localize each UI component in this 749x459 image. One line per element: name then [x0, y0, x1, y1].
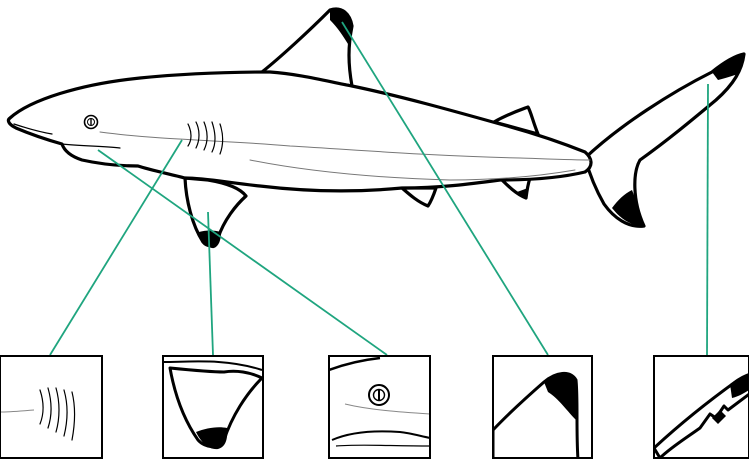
lateral-line — [99, 131, 591, 161]
shark-body — [6, 70, 593, 193]
caudal-fin-upper-tip — [712, 54, 744, 80]
mouth-line — [61, 143, 121, 149]
caudal-fin-icon — [654, 373, 749, 459]
shark-illustration — [6, 7, 746, 249]
gill-slits — [187, 121, 224, 155]
pelvic-fin — [400, 186, 438, 208]
callout-line-caudal — [706, 83, 709, 356]
belly-line — [249, 159, 576, 181]
inset-eye — [328, 355, 431, 459]
callout-line-pectoral — [207, 211, 214, 356]
first-dorsal-fin — [260, 7, 354, 88]
eye-icon — [329, 356, 430, 447]
pectoral-fin-icon — [163, 360, 263, 450]
inset-gill-slits — [0, 355, 103, 459]
callout-lines — [49, 21, 709, 356]
callout-line-gills — [49, 139, 183, 356]
pectoral-fin-tip — [199, 230, 221, 249]
snout-line — [13, 123, 53, 135]
callout-line-eye — [97, 149, 388, 356]
dorsal-fin-tip — [330, 9, 353, 45]
anal-fin-tip — [517, 188, 528, 199]
caudal-fin — [583, 52, 746, 228]
dorsal-fin-icon — [493, 372, 592, 459]
inset-caudal-fin — [653, 355, 749, 459]
inset-pectoral-fin — [162, 355, 264, 459]
gill-slits-icon — [0, 387, 76, 441]
shark-eye — [83, 114, 99, 130]
inset-dorsal-fin — [492, 355, 593, 459]
caudal-fin-lower-tip — [612, 190, 644, 226]
second-dorsal-fin — [492, 105, 540, 136]
callout-line-dorsal — [341, 21, 549, 356]
